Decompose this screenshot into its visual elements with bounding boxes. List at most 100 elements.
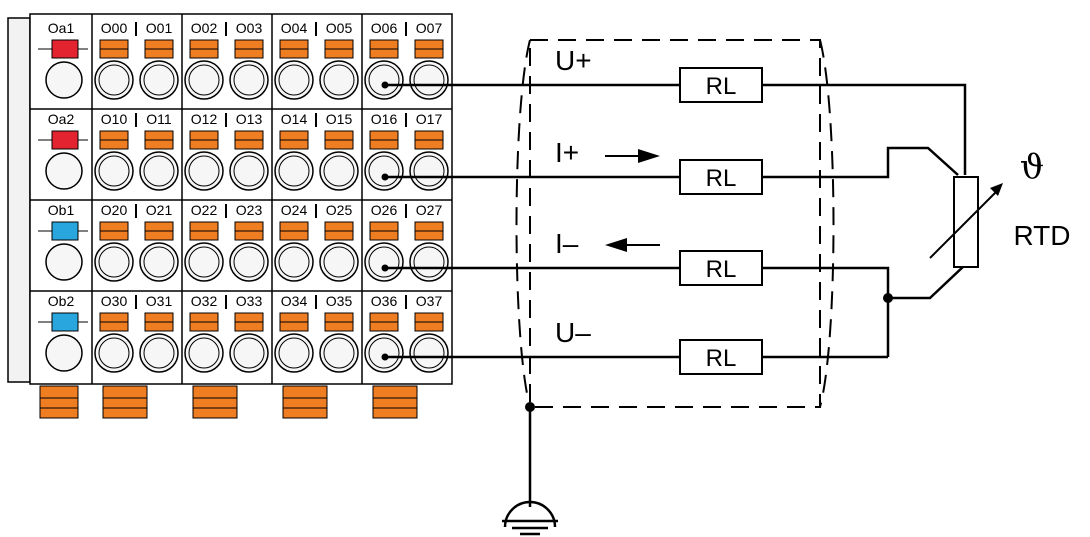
terminal-label: O30	[101, 293, 128, 309]
resistor-label: RL	[706, 165, 737, 192]
block-end-plate	[7, 17, 31, 383]
terminal-clamp[interactable]	[229, 333, 269, 373]
terminal-label: O37	[416, 293, 443, 309]
line-resistor	[679, 67, 763, 103]
terminal-label: O11	[146, 111, 172, 127]
terminal-clamp[interactable]	[274, 151, 314, 191]
terminal-clamp[interactable]	[319, 242, 359, 282]
terminal-label: O35	[326, 293, 353, 309]
terminal-clamp[interactable]	[409, 242, 449, 282]
terminal-clamp[interactable]	[184, 333, 224, 373]
terminal-label: O26	[371, 202, 398, 218]
terminal-clamp[interactable]	[364, 60, 404, 100]
terminal-label: O06	[371, 20, 398, 36]
terminal-label: Oa2	[48, 111, 75, 127]
terminal-label: O34	[281, 293, 308, 309]
terminal-label: Ob2	[48, 293, 75, 309]
connector-foot	[102, 385, 148, 419]
terminal-clamp[interactable]	[45, 243, 83, 281]
color-marker	[51, 39, 79, 59]
terminal-clamp[interactable]	[45, 334, 83, 372]
iplus-to-rtd-wire	[762, 146, 959, 179]
terminal-label: O24	[281, 202, 308, 218]
signal-lines: RL U+ RL I+ RL I– RL U–	[381, 45, 763, 375]
terminal-clamp[interactable]	[139, 151, 179, 191]
terminal-clamp[interactable]	[229, 242, 269, 282]
terminal-label: O27	[416, 202, 443, 218]
terminal-label: O20	[101, 202, 128, 218]
terminal-label: O31	[146, 293, 173, 309]
terminal-clamp[interactable]	[45, 61, 83, 99]
terminal-label: O01	[146, 20, 173, 36]
ground-icon	[502, 402, 558, 536]
terminal-label: O04	[281, 20, 308, 36]
terminal-clamp[interactable]	[94, 242, 134, 282]
connector-foot	[372, 385, 418, 419]
rtd-arrow-head	[990, 183, 1003, 196]
terminal-label: O14	[281, 111, 308, 127]
terminal-label: O16	[371, 111, 398, 127]
terminal-label: O22	[191, 202, 218, 218]
terminal-label: O03	[236, 20, 263, 36]
terminal-clamp[interactable]	[94, 60, 134, 100]
terminal-label: O36	[371, 293, 398, 309]
terminal-clamp[interactable]	[409, 333, 449, 373]
junction-to-rtd-wire	[888, 264, 966, 300]
terminal-clamp[interactable]	[184, 151, 224, 191]
terminal-clamp[interactable]	[409, 60, 449, 100]
rtd-label: RTD	[1013, 220, 1070, 251]
terminal-clamp[interactable]	[319, 333, 359, 373]
terminal-clamp[interactable]	[364, 242, 404, 282]
terminal-label: O33	[236, 293, 263, 309]
terminal-label: O17	[416, 111, 443, 127]
terminal-clamp[interactable]	[139, 60, 179, 100]
terminal-clamp[interactable]	[274, 60, 314, 100]
terminal-clamp[interactable]	[45, 152, 83, 190]
terminal-label: O12	[191, 111, 218, 127]
terminal-clamp[interactable]	[319, 60, 359, 100]
terminal-label: O07	[416, 20, 443, 36]
rtd-sensor: ϑ RTD	[929, 147, 1071, 268]
color-marker	[51, 312, 79, 332]
color-marker	[51, 130, 79, 150]
terminal-clamp[interactable]	[274, 242, 314, 282]
color-marker	[51, 221, 79, 241]
connector-foot	[39, 385, 79, 419]
terminal-clamp[interactable]	[319, 151, 359, 191]
shield-left-curve	[515, 39, 531, 408]
terminal-label: O25	[326, 202, 353, 218]
terminal-clamp[interactable]	[229, 60, 269, 100]
line-label: U–	[555, 317, 591, 348]
shield-box	[529, 39, 821, 408]
terminal-clamp[interactable]	[184, 60, 224, 100]
resistor-label: RL	[706, 73, 737, 100]
line-label: U+	[555, 45, 592, 76]
terminal-clamp[interactable]	[139, 242, 179, 282]
terminal-clamp[interactable]	[274, 333, 314, 373]
terminal-clamp[interactable]	[364, 151, 404, 191]
terminal-clamp[interactable]	[94, 333, 134, 373]
resistor-label: RL	[706, 345, 737, 372]
terminal-label: O32	[191, 293, 218, 309]
terminal-clamp[interactable]	[409, 151, 449, 191]
line-resistor	[679, 159, 763, 195]
terminal-clamp[interactable]	[229, 151, 269, 191]
terminal-clamp[interactable]	[364, 333, 404, 373]
resistor-label: RL	[706, 256, 737, 283]
terminal-label: O23	[236, 202, 263, 218]
line-resistor	[679, 339, 763, 375]
line-label: I–	[555, 228, 579, 259]
terminal-label: O13	[236, 111, 263, 127]
terminal-label: O05	[326, 20, 353, 36]
terminal-label: O15	[326, 111, 353, 127]
terminal-label: Oa1	[48, 20, 75, 36]
junction-dot	[883, 293, 893, 303]
terminal-clamp[interactable]	[184, 242, 224, 282]
terminal-label: Ob1	[48, 202, 75, 218]
theta-symbol: ϑ	[1020, 147, 1044, 187]
terminal-clamp[interactable]	[139, 333, 179, 373]
terminal-clamp[interactable]	[94, 151, 134, 191]
line-label: I+	[555, 137, 579, 168]
